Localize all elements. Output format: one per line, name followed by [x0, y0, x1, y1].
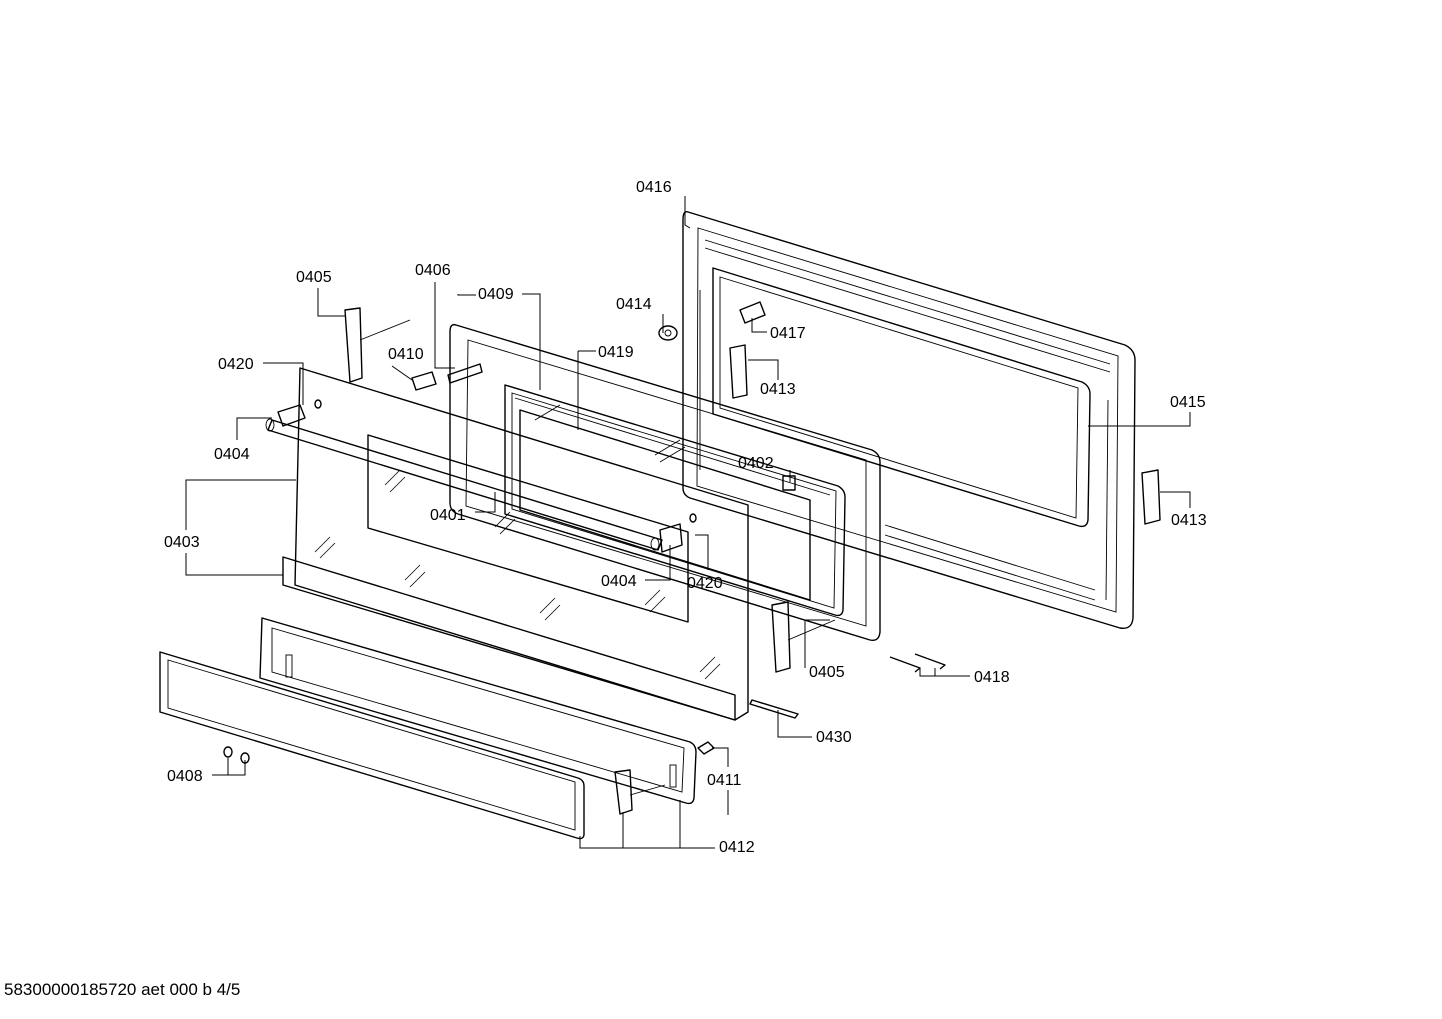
bottom-trim-frame: [259, 617, 697, 805]
bushing-0414: [658, 325, 678, 341]
outer-glass-panel: [282, 367, 749, 721]
pin-0411: [697, 741, 715, 755]
callout-0405-bottom: 0405: [809, 664, 845, 681]
clip-0402: [782, 475, 796, 491]
callout-0417: 0417: [770, 325, 806, 342]
clip-0420-right: [689, 513, 697, 523]
callout-0414: 0414: [616, 296, 652, 313]
callout-0419: 0419: [598, 344, 634, 361]
callout-0404-top: 0404: [214, 446, 250, 463]
document-footer-code: 58300000185720 aet 000 b 4/5: [4, 980, 241, 999]
callout-0413-right: 0413: [1171, 512, 1207, 529]
callout-0430: 0430: [816, 729, 852, 746]
door-handle-bar: [265, 404, 683, 553]
callout-0412: 0412: [719, 839, 755, 856]
hinge-right-0413: [1141, 469, 1161, 525]
callout-0402: 0402: [738, 455, 774, 472]
hinge-bottom-center: [771, 601, 836, 673]
front-cover-strip: [159, 651, 585, 840]
callout-0406: 0406: [415, 262, 451, 279]
springs-0418: [889, 653, 946, 673]
roller-0410: [411, 363, 483, 391]
callout-0415: 0415: [1170, 394, 1206, 411]
hinge-top-left: [344, 307, 411, 383]
leader-lines: [185, 196, 1191, 849]
inner-glass-pane: [519, 404, 811, 601]
callout-0404-bottom: 0404: [601, 573, 637, 590]
callout-0405-top: 0405: [296, 269, 332, 286]
callout-0409: 0409: [478, 286, 514, 303]
callout-0418: 0418: [974, 669, 1010, 686]
callout-0411: 0411: [707, 772, 742, 789]
middle-door-frame: [449, 323, 881, 642]
callout-0413-inner: 0413: [760, 381, 796, 398]
callout-0401: 0401: [430, 507, 466, 524]
callout-0416: 0416: [636, 179, 672, 196]
strip-0430: [749, 699, 799, 719]
callout-labels: 0416 0405 0406 0409 0414 0417 0420 0410 …: [164, 179, 1207, 856]
callout-0420-bottom: 0420: [687, 575, 723, 592]
callout-0403: 0403: [164, 534, 200, 551]
hinge-inner-0413: [729, 344, 748, 399]
callout-0410: 0410: [388, 346, 424, 363]
hinge-bottom-left: [614, 769, 666, 815]
callout-0408: 0408: [167, 768, 203, 785]
callout-0420-top: 0420: [218, 356, 254, 373]
clip-0420-top: [314, 399, 322, 409]
bracket-0417: [739, 301, 766, 324]
rear-door-frame: [682, 210, 1136, 629]
